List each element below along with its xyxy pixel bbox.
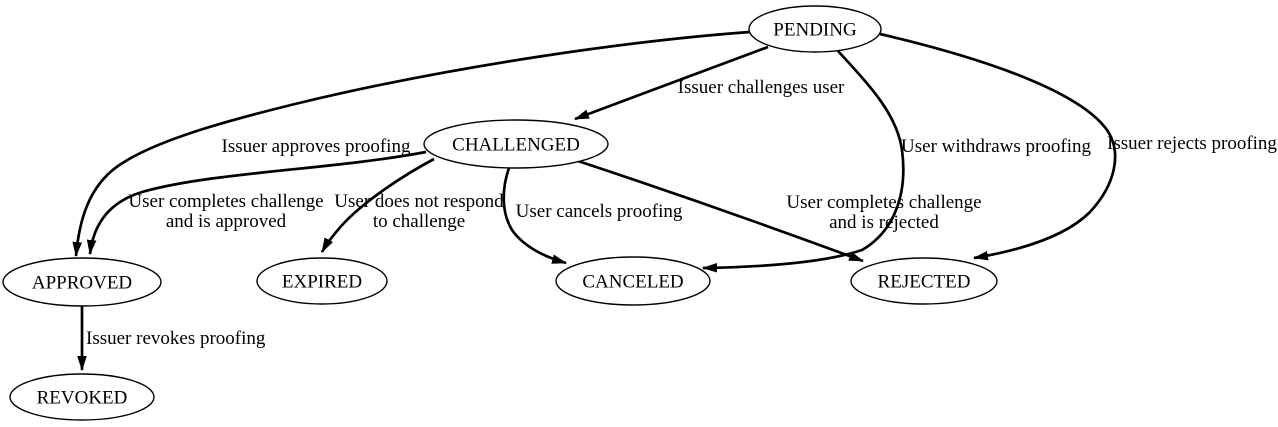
- node-label-expired: EXPIRED: [282, 272, 362, 293]
- edge-line-pending-rejected: [879, 32, 1117, 261]
- node-label-challenged: CHALLENGED: [452, 135, 580, 156]
- edge-line-challenged-approved: [86, 150, 427, 255]
- node-shape-approved: [2, 257, 162, 307]
- edge-approved-revoked: Issuer revokes proofing: [77, 306, 266, 371]
- edge-pending-challenged: Issuer challenges user: [574, 45, 845, 121]
- node-shape-rejected: [850, 257, 998, 305]
- node-label-approved: APPROVED: [32, 273, 132, 294]
- node-expired: EXPIRED: [256, 257, 388, 305]
- edge-line-challenged-canceled: [502, 167, 567, 265]
- edge-label-challenged-rejected-line1: User completes challenge: [786, 192, 981, 213]
- edge-label-pending-canceled: User withdraws proofing: [901, 136, 1091, 157]
- node-shape-revoked: [9, 373, 155, 421]
- node-label-revoked: REVOKED: [37, 388, 128, 409]
- edge-line-pending-canceled: [702, 50, 905, 273]
- edge-pending-rejected: Issuer rejects proofing: [879, 32, 1277, 261]
- edge-label-challenged-approved-line2: and is approved: [166, 211, 287, 232]
- edge-challenged-canceled: User cancels proofing: [502, 167, 683, 265]
- edge-line-challenged-rejected: [577, 159, 864, 263]
- edge-label-challenged-expired-line1: User does not respond: [334, 191, 504, 212]
- node-shape-challenged: [423, 119, 609, 169]
- edge-label-challenged-expired-line2: to challenge: [373, 211, 465, 232]
- edge-label-pending-rejected: Issuer rejects proofing: [1107, 133, 1277, 154]
- edge-line-challenged-expired: [320, 157, 435, 253]
- node-label-pending: PENDING: [773, 20, 857, 41]
- node-canceled: CANCELED: [555, 256, 711, 306]
- node-approved: APPROVED: [2, 257, 162, 307]
- node-challenged: CHALLENGED: [423, 119, 609, 169]
- node-shape-canceled: [555, 256, 711, 306]
- edge-label-challenged-canceled: User cancels proofing: [516, 201, 683, 222]
- edge-pending-approved: Issuer approves proofing: [72, 30, 751, 257]
- node-pending: PENDING: [748, 5, 882, 53]
- edge-label-approved-revoked: Issuer revokes proofing: [86, 328, 266, 349]
- node-shape-pending: [748, 5, 882, 53]
- node-label-canceled: CANCELED: [582, 272, 683, 293]
- edge-label-pending-approved: Issuer approves proofing: [222, 136, 411, 157]
- node-revoked: REVOKED: [9, 373, 155, 421]
- edge-label-pending-challenged: Issuer challenges user: [678, 77, 845, 98]
- nodes-layer: PENDING CHALLENGED APPROVED EXPIRED CANCELED…: [2, 5, 998, 421]
- node-label-rejected: REJECTED: [878, 272, 971, 293]
- edge-label-challenged-approved-line1: User completes challenge: [128, 191, 323, 212]
- edge-line-pending-approved: [72, 30, 751, 257]
- node-shape-expired: [256, 257, 388, 305]
- edge-label-challenged-rejected-line2: and is rejected: [829, 212, 939, 233]
- edge-line-pending-challenged: [574, 45, 769, 121]
- node-rejected: REJECTED: [850, 257, 998, 305]
- edge-pending-canceled: User withdraws proofing: [702, 50, 1091, 273]
